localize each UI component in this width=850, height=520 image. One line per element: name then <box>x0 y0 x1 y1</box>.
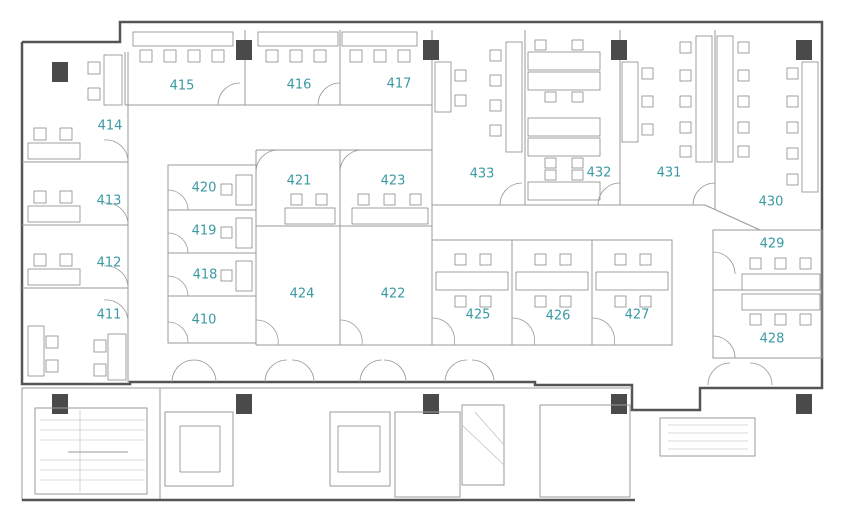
room-label-423: 423 <box>381 174 406 189</box>
interior-walls <box>22 30 823 382</box>
chairs-top-row <box>139 49 411 63</box>
stair-treads-east <box>668 424 748 450</box>
room-label-431: 431 <box>657 166 682 181</box>
room-label-424: 424 <box>290 287 315 302</box>
room-label-420: 420 <box>192 181 217 196</box>
room-label-414: 414 <box>98 119 123 134</box>
room-label-421: 421 <box>287 174 312 189</box>
room-label-410: 410 <box>192 313 217 328</box>
room-label-428: 428 <box>760 332 785 347</box>
room-label-433: 433 <box>470 167 495 182</box>
room-label-426: 426 <box>546 309 571 324</box>
room-label-412: 412 <box>97 256 122 271</box>
room-label-430: 430 <box>759 195 784 210</box>
stair-treads <box>40 419 145 481</box>
outer-walls <box>20 20 824 412</box>
room-label-411: 411 <box>97 308 122 323</box>
room-label-422: 422 <box>381 287 406 302</box>
room-label-425: 425 <box>466 308 491 323</box>
room-label-419: 419 <box>192 224 217 239</box>
room-label-413: 413 <box>97 194 122 209</box>
room-label-416: 416 <box>287 78 312 93</box>
structural-columns <box>52 40 812 414</box>
room-label-418: 418 <box>193 268 218 283</box>
room-label-415: 415 <box>170 79 195 94</box>
furniture <box>27 31 821 381</box>
room-label-417: 417 <box>387 77 412 92</box>
door-swings <box>103 82 773 386</box>
room-labels: 415 416 417 414 413 412 411 420 419 418 … <box>97 77 785 347</box>
service-core <box>21 387 756 502</box>
room-label-432: 432 <box>587 166 612 181</box>
room-label-429: 429 <box>760 237 785 252</box>
room-label-427: 427 <box>625 308 650 323</box>
